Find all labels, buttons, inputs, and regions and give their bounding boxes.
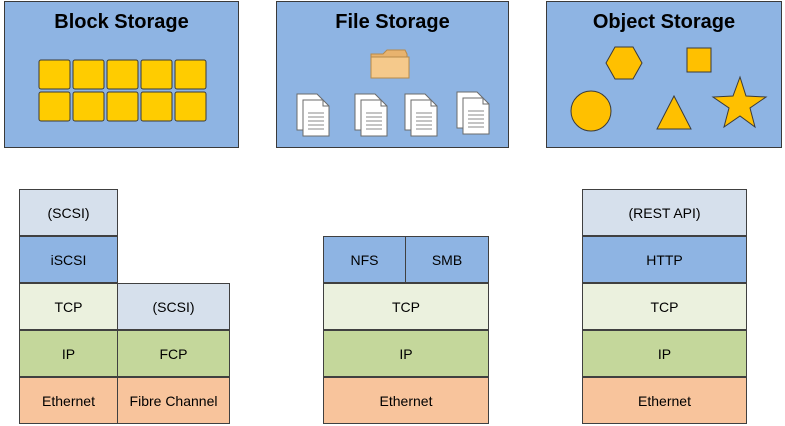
documents-icon [296, 93, 330, 137]
block-storage-title: Block Storage [54, 11, 189, 33]
triangle-icon [656, 94, 692, 130]
layer-iscsi: iSCSI [19, 236, 118, 283]
file-storage-panel: File Storage [276, 1, 509, 148]
file-storage-title: File Storage [335, 11, 450, 33]
documents-icon [354, 93, 388, 137]
hexagon-icon [605, 46, 643, 80]
layer-rest-api: (REST API) [582, 189, 747, 236]
layer-tcp: TCP [323, 283, 489, 330]
layer-ethernet: Ethernet [323, 377, 489, 424]
layer-nfs: NFS [323, 236, 406, 283]
object-storage-title: Object Storage [592, 11, 736, 33]
layer-scsi: (SCSI) [19, 189, 118, 236]
layer-tcp: TCP [582, 283, 747, 330]
layer-ethernet: Ethernet [582, 377, 747, 424]
layer-tcp: TCP [19, 283, 118, 330]
layer-fibre-channel: Fibre Channel [117, 377, 230, 424]
layer-fcp: FCP [117, 330, 230, 377]
layer-ip: IP [19, 330, 118, 377]
documents-icon [456, 91, 490, 135]
layer-ip: IP [582, 330, 747, 377]
layer-ethernet: Ethernet [19, 377, 118, 424]
documents-icon [404, 93, 438, 137]
star-icon [711, 75, 768, 129]
square-icon [686, 47, 712, 73]
layer-ip: IP [323, 330, 489, 377]
circle-icon [570, 90, 612, 132]
layer-smb: SMB [405, 236, 489, 283]
layer-http: HTTP [582, 236, 747, 283]
layer-scsi: (SCSI) [117, 283, 230, 330]
object-storage-panel: Object Storage [546, 1, 782, 148]
folder-icon [370, 49, 410, 79]
block-grid-icon [38, 59, 207, 122]
block-storage-panel: Block Storage [4, 1, 239, 148]
